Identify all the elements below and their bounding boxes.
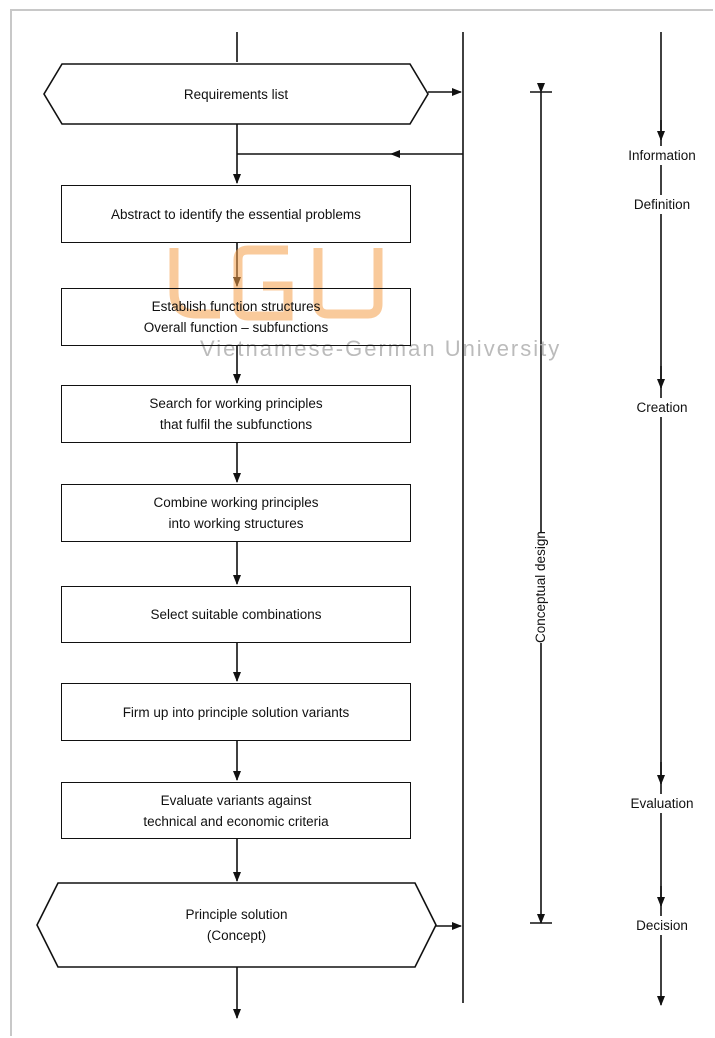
page-frame <box>10 9 713 1036</box>
watermark-u-glyph <box>313 248 383 319</box>
principle-solution-hexagon <box>36 882 437 968</box>
stage-decision: Decision <box>622 916 702 935</box>
stage-creation: Creation <box>622 398 702 417</box>
step-evaluate-variants: Evaluate variants against technical and … <box>61 782 411 839</box>
step-firm-up: Firm up into principle solution variants <box>61 683 411 741</box>
vgu-watermark-logo <box>168 244 388 322</box>
watermark-text: Vietnamese-German University <box>200 336 562 361</box>
requirements-hexagon <box>43 63 429 125</box>
stage-definition: Definition <box>622 195 702 214</box>
watermark-v-glyph <box>169 248 220 319</box>
step-search-principles: Search for working principles that fulfi… <box>61 385 411 443</box>
step-combine-principles: Combine working principles into working … <box>61 484 411 542</box>
requirements-list: Requirements list <box>183 86 289 102</box>
watermark-g-glyph <box>233 245 293 321</box>
stage-information: Information <box>622 146 702 165</box>
step-abstract: Abstract to identify the essential probl… <box>61 185 411 243</box>
stage-evaluation: Evaluation <box>622 794 702 813</box>
step-function-structures: Establish function structures Overall fu… <box>61 288 411 346</box>
principle-solution: Principle solution (Concept) <box>185 907 288 943</box>
step-select-combinations: Select suitable combinations <box>61 586 411 643</box>
conceptual-design-label: Conceptual design <box>531 531 551 643</box>
